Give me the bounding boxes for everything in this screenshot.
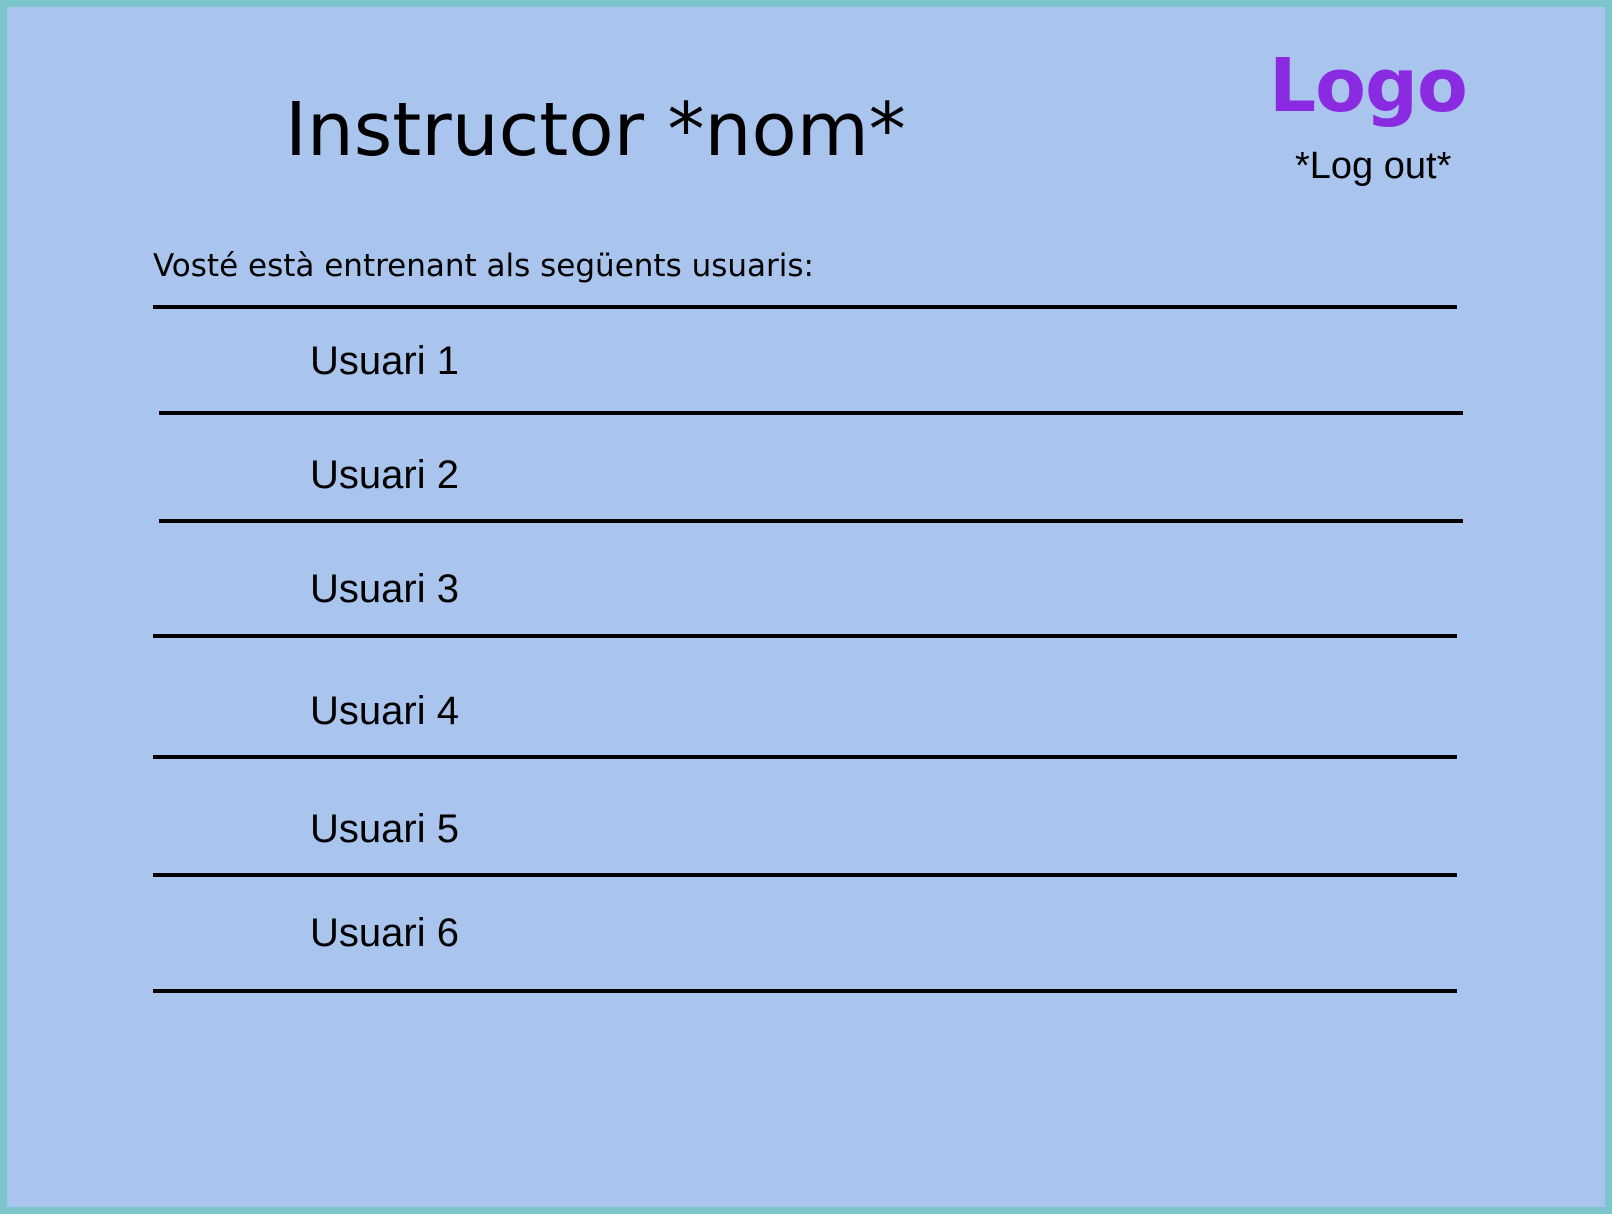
logo: Logo — [1269, 43, 1468, 129]
logout-link[interactable]: *Log out* — [1295, 145, 1452, 187]
divider — [153, 873, 1457, 877]
page-title: Instructor *nom* — [285, 87, 906, 173]
list-item-user-2[interactable]: Usuari 2 — [310, 453, 459, 497]
list-item-user-6[interactable]: Usuari 6 — [310, 911, 459, 955]
list-item-user-5[interactable]: Usuari 5 — [310, 807, 459, 851]
divider — [153, 755, 1457, 759]
list-item-user-1[interactable]: Usuari 1 — [310, 339, 459, 383]
divider — [159, 519, 1463, 523]
list-item-user-3[interactable]: Usuari 3 — [310, 567, 459, 611]
intro-text: Vosté està entrenant als següents usuari… — [153, 248, 814, 284]
divider — [153, 305, 1457, 309]
divider — [153, 989, 1457, 993]
divider — [159, 411, 1463, 415]
list-item-user-4[interactable]: Usuari 4 — [310, 689, 459, 733]
divider — [153, 634, 1457, 638]
